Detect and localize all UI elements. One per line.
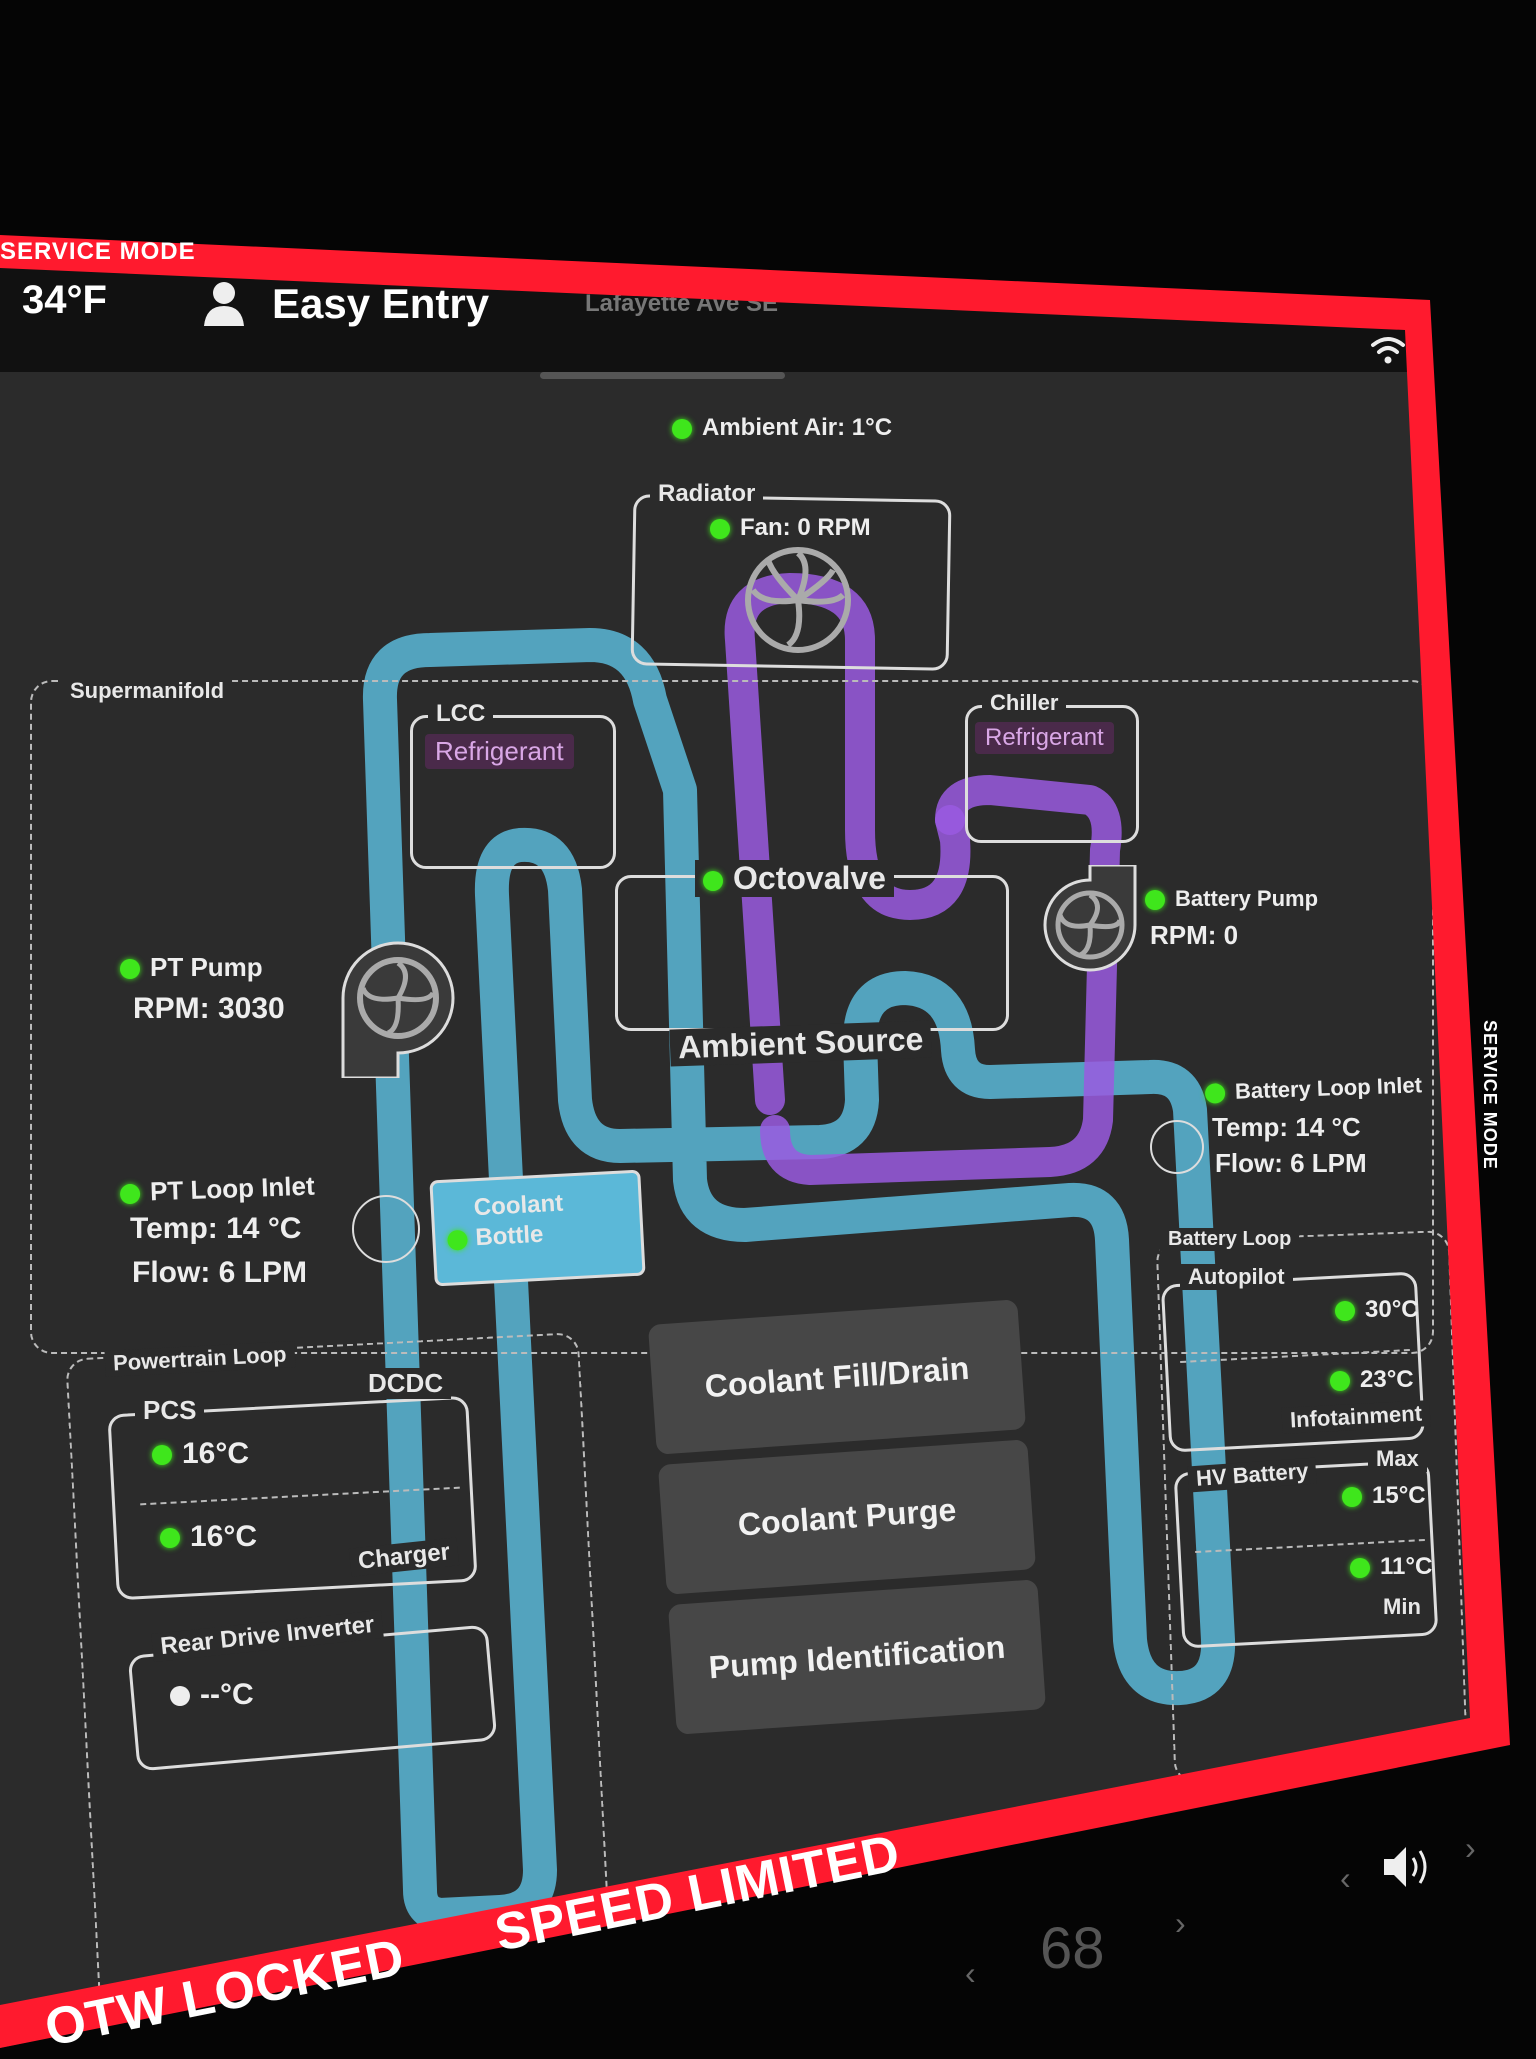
ambient-air-status: Ambient Air: 1°C	[672, 414, 892, 442]
radiator-title: Radiator	[650, 480, 764, 508]
max-label: Max	[1368, 1446, 1427, 1472]
pt-pump-label: PT Pump	[150, 952, 263, 982]
battery-loop-label: Battery Loop	[1160, 1228, 1300, 1251]
outside-temperature: 34°F	[22, 278, 107, 322]
coolant-pipe-powertrain	[362, 628, 1236, 1932]
supermanifold-label: Supermanifold	[62, 678, 233, 704]
pt-pump-status: PT Pump	[120, 952, 263, 983]
service-mode-banner-top: SERVICE MODE	[0, 238, 196, 265]
radiator-fan-status: Fan: 0 RPM	[710, 514, 871, 542]
infotainment-temp-value: 23°C	[1360, 1366, 1414, 1393]
battery-pump-status: Battery Pump	[1145, 886, 1318, 912]
pt-pump-rpm: RPM: 3030	[133, 992, 285, 1025]
battery-pump-icon	[1043, 865, 1137, 972]
cabin-temperature: 68	[1040, 1916, 1105, 1981]
chevron-right-icon[interactable]: ›	[1175, 1905, 1186, 1941]
status-ok-icon	[160, 1528, 180, 1549]
autopilot-label: Autopilot	[1180, 1264, 1293, 1290]
refrigerant-pipe-chiller	[760, 775, 1122, 1185]
dcdc-temp: 16°C	[160, 1520, 257, 1554]
hv-min-temp: 11°C	[1350, 1553, 1432, 1581]
pt-loop-inlet-flow: Flow: 6 LPM	[132, 1256, 307, 1289]
pcs-temp: 16°C	[152, 1437, 249, 1471]
status-ok-icon	[672, 418, 692, 439]
battery-loop-inlet-flow: Flow: 6 LPM	[1215, 1148, 1367, 1178]
wifi-icon	[1371, 337, 1405, 364]
speaker-icon[interactable]	[1382, 1842, 1434, 1892]
status-ok-icon	[1145, 890, 1165, 911]
status-unknown-icon	[170, 1686, 190, 1707]
volume-chevron-left-icon[interactable]: ‹	[1340, 1860, 1351, 1896]
ambient-air-label: Ambient Air: 1°C	[702, 414, 893, 441]
chiller-refrigerant-label: Refrigerant	[975, 722, 1114, 754]
pt-loop-inlet-temp: Temp: 14 °C	[130, 1212, 302, 1245]
status-ok-icon	[1350, 1557, 1370, 1578]
battery-loop-inlet-temp: Temp: 14 °C	[1212, 1112, 1361, 1142]
min-label: Min	[1375, 1594, 1429, 1620]
battery-pump-rpm: RPM: 0	[1150, 920, 1239, 950]
volume-chevron-right-icon[interactable]: ›	[1465, 1830, 1476, 1866]
dcdc-temp-value: 16°C	[190, 1520, 258, 1553]
pt-pump-icon	[341, 941, 455, 1078]
pcs-label: PCS	[135, 1395, 205, 1426]
radiator-fan-label: Fan: 0 RPM	[740, 514, 871, 541]
service-mode-banner-side: SERVICE MODE	[1480, 1020, 1500, 1170]
rdi-temp-value: --°C	[200, 1678, 254, 1711]
chevron-left-icon[interactable]: ‹	[965, 1955, 976, 1991]
status-ok-icon	[703, 870, 723, 891]
autopilot-temp: 30°C	[1335, 1296, 1419, 1324]
status-ok-icon	[1342, 1486, 1362, 1507]
status-ok-icon	[152, 1445, 172, 1466]
drag-handle[interactable]	[540, 372, 785, 379]
octovalve-label: Octovalve	[733, 860, 886, 896]
rear-drive-inverter-temp: --°C	[170, 1678, 254, 1712]
status-ok-icon	[710, 518, 730, 539]
pcs-temp-value: 16°C	[182, 1437, 250, 1470]
refrigerant-pipe-radiator	[724, 573, 971, 1115]
battery-pump-label: Battery Pump	[1175, 886, 1319, 911]
lcc-box	[410, 715, 616, 869]
chiller-title: Chiller	[982, 690, 1067, 716]
status-ok-icon	[120, 959, 140, 980]
pt-loop-sensor-icon	[352, 1195, 420, 1263]
status-ok-icon	[1335, 1300, 1355, 1321]
lcc-refrigerant-label: Refrigerant	[425, 734, 574, 769]
battery-loop-sensor-icon	[1150, 1120, 1204, 1174]
lcc-title: LCC	[428, 700, 494, 728]
infotainment-temp: 23°C	[1330, 1366, 1414, 1394]
min-temp-value: 11°C	[1380, 1553, 1433, 1580]
max-temp-value: 15°C	[1372, 1482, 1426, 1509]
autopilot-temp-value: 30°C	[1365, 1296, 1419, 1323]
radiator-fan-icon	[745, 547, 851, 653]
status-ok-icon	[1330, 1370, 1350, 1391]
person-icon	[204, 282, 244, 326]
hv-max-temp: 15°C	[1342, 1482, 1426, 1510]
octovalve-status: Octovalve	[695, 860, 894, 897]
dcdc-label: DCDC	[360, 1368, 452, 1399]
